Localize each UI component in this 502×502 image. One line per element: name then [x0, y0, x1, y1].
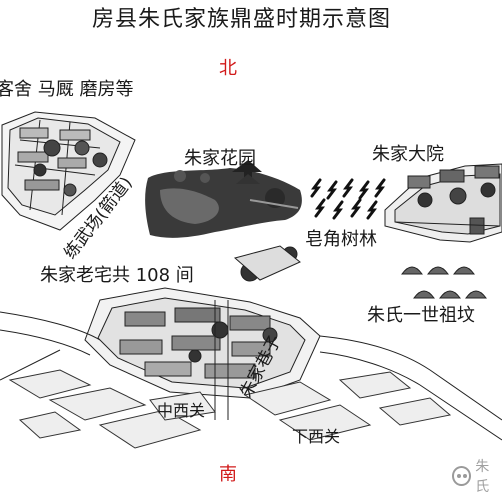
- old-house-compound: [84, 245, 321, 399]
- garden-area: [145, 160, 302, 238]
- guesthouse-compound: [1, 111, 136, 231]
- watermark-text: 朱氏: [475, 459, 490, 495]
- streets: [0, 300, 502, 441]
- middle-west-gate-label: 中西关: [157, 401, 206, 420]
- page-title: 房县朱氏家族鼎盛时期示意图: [92, 7, 392, 32]
- locust-grove-trees: [310, 178, 386, 220]
- ancestral-graves: [401, 266, 487, 299]
- south-marker: 南: [219, 464, 237, 485]
- lower-west-gate-label: 下西关: [292, 427, 341, 446]
- wechat-icon: [452, 466, 472, 486]
- courtyard-compound: [384, 163, 502, 243]
- southwest-buildings: [8, 369, 216, 449]
- locust-grove-label: 皂角树林: [305, 229, 377, 250]
- southeast-buildings: [243, 371, 452, 441]
- courtyard-label: 朱家大院: [372, 144, 444, 165]
- old-house-label: 朱家老宅共 108 间: [40, 265, 194, 286]
- ancestral-grave-label: 朱氏一世祖坟: [367, 305, 475, 326]
- watermark: 朱氏: [452, 456, 502, 496]
- guesthouse-label: 客舍 马厩 磨房等: [0, 79, 134, 100]
- north-marker: 北: [219, 58, 237, 79]
- garden-label: 朱家花园: [184, 148, 256, 169]
